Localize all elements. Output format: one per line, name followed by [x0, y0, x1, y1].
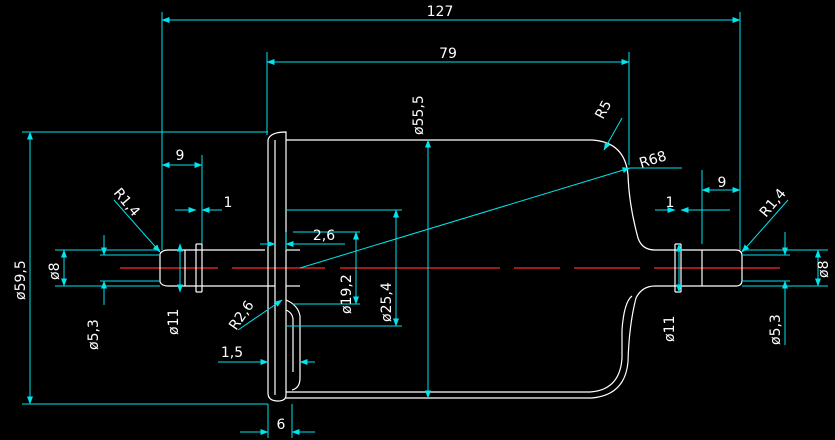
dim-left-9: 9 [176, 148, 185, 164]
dim-right-d11: ø11 [662, 316, 678, 342]
filter-body-outline [159, 131, 743, 402]
dimension-lines [22, 12, 828, 438]
dim-body-length: 79 [439, 46, 457, 62]
dim-d19-2: ø19,2 [339, 274, 355, 314]
dim-left-1: 1 [224, 195, 233, 211]
dim-left-r14: R1,4 [110, 185, 143, 220]
dim-d25-4: ø25,4 [379, 282, 395, 322]
dim-body-dia: ø55,5 [411, 95, 427, 135]
dim-right-d8: ø8 [816, 261, 832, 278]
dim-6: 6 [277, 417, 286, 433]
dim-flange-dia: ø59,5 [13, 260, 29, 300]
dim-2-6: 2,6 [313, 228, 335, 244]
dim-left-d11: ø11 [166, 309, 182, 335]
dim-r5: R5 [592, 98, 615, 122]
dim-overall-length: 127 [427, 4, 454, 20]
dim-r68: R68 [637, 148, 668, 171]
dim-left-d53: ø5,3 [86, 319, 102, 350]
dim-r2-6: R2,6 [226, 298, 258, 333]
dim-right-1: 1 [666, 195, 675, 211]
dim-right-9: 9 [718, 175, 727, 191]
dim-right-d53: ø5,3 [768, 314, 784, 345]
dimension-labels: 127 79 ø55,5 R5 R68 ø59,5 9 1 R1,4 ø8 ø5… [13, 4, 832, 433]
dim-1-5: 1,5 [221, 345, 243, 361]
dim-left-d8: ø8 [47, 263, 63, 280]
